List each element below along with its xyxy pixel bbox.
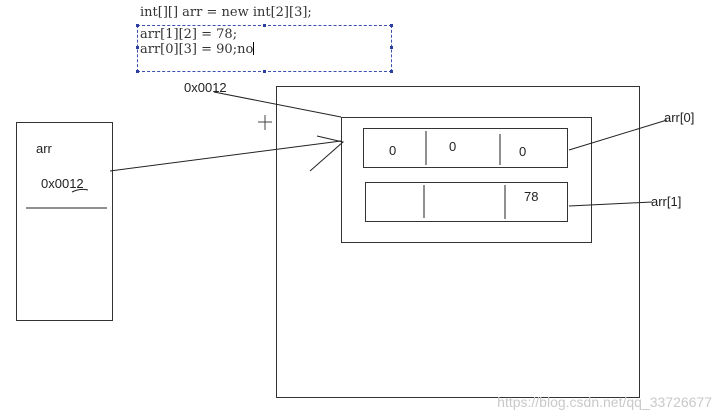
array-cell: 0: [449, 139, 457, 154]
inner-array-row-0: [363, 128, 568, 168]
arr0-pointer-line: [568, 119, 668, 151]
heap-area: [276, 86, 640, 398]
resize-handle[interactable]: [390, 70, 393, 73]
array-cell: 78: [524, 189, 539, 204]
code-text-box[interactable]: arr[1][2] = 78; arr[0][3] = 90;no: [136, 24, 393, 73]
resize-handle[interactable]: [390, 24, 393, 27]
stack-variable-value: 0x0012: [41, 176, 84, 191]
crosshair-cursor-icon: [258, 115, 272, 130]
row-label-arr0: arr[0]: [664, 110, 695, 125]
resize-handle[interactable]: [390, 46, 393, 49]
heap-address-label: 0x0012: [184, 80, 227, 95]
arrow-head: [309, 135, 345, 172]
array-cell: 0: [389, 143, 397, 158]
inner-array-row-1: [365, 182, 568, 222]
underline-squiggle: [71, 188, 89, 193]
code-line-1: arr[1][2] = 78;: [140, 27, 238, 42]
resize-handle[interactable]: [136, 46, 139, 49]
resize-handle[interactable]: [263, 70, 266, 73]
outer-array-box: [341, 117, 592, 243]
code-line-2: arr[0][3] = 90;no: [140, 42, 255, 57]
stack-variable-name: arr: [36, 141, 52, 156]
code-line-2-text: arr[0][3] = 90;: [140, 42, 238, 57]
row-label-arr1: arr[1]: [651, 194, 682, 209]
reference-arrow: [109, 140, 342, 172]
watermark: https://blog.csdn.net/qq_33726677: [497, 394, 712, 410]
array-cell: 0: [519, 144, 527, 159]
arr1-pointer-line: [568, 201, 653, 207]
code-line-2-suffix: no: [237, 42, 254, 57]
address-pointer-line: [213, 91, 342, 118]
resize-handle[interactable]: [136, 24, 139, 27]
resize-handle[interactable]: [263, 24, 266, 27]
resize-handle[interactable]: [136, 70, 139, 73]
text-cursor: [253, 42, 255, 55]
stack-frame: [16, 122, 113, 321]
array-declaration: int[][] arr = new int[2][3];: [140, 5, 312, 20]
